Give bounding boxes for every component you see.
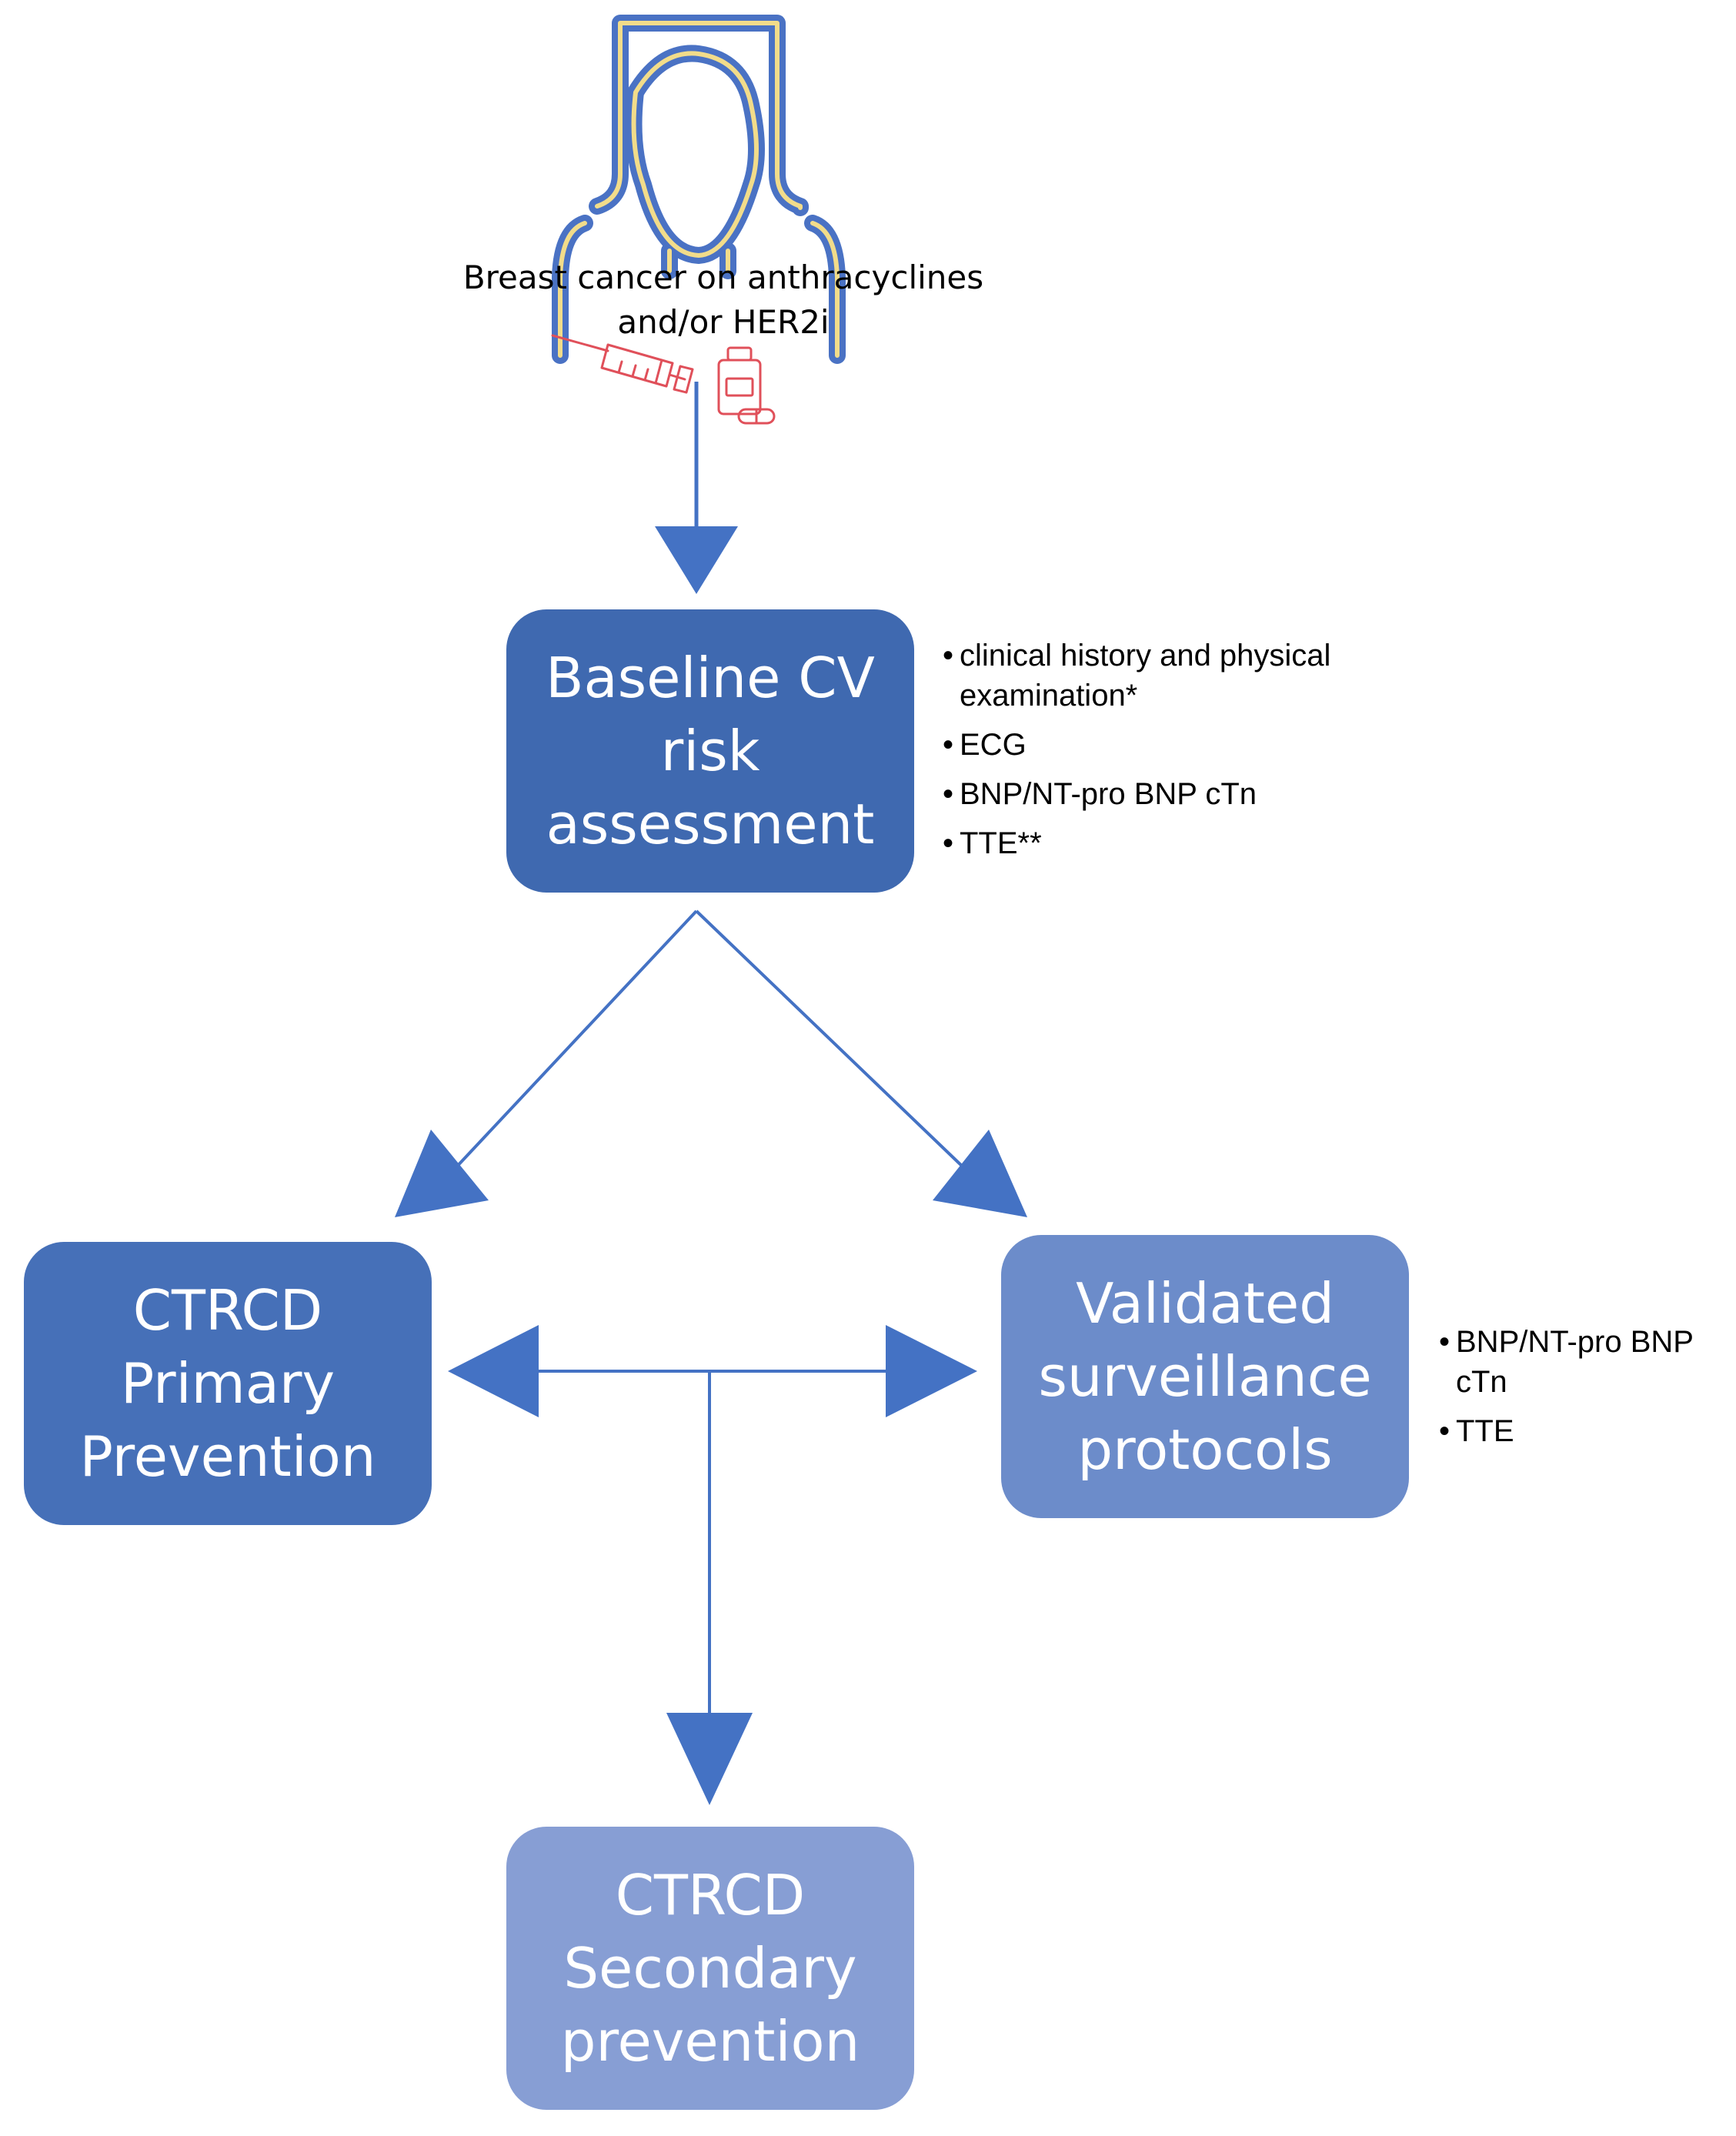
surveillance-item: TTE — [1439, 1411, 1731, 1451]
connector-arrows — [395, 382, 1027, 1805]
baseline-item: ECG — [943, 725, 1404, 765]
pill-bottle-icon — [717, 346, 776, 425]
surveillance-items-list: BNP/NT-pro BNP cTn TTE — [1439, 1322, 1731, 1460]
baseline-cv-risk-box: Baseline CV risk assessment — [506, 609, 914, 893]
caption-line-1: Breast cancer on anthracyclines — [462, 259, 984, 296]
ctrcd-secondary-prevention-box: CTRCD Secondary prevention — [506, 1827, 914, 2110]
caption-line-2: and/or HER2i — [617, 303, 830, 341]
woman-patient-icon — [552, 15, 846, 364]
surveillance-protocols-box: Validated surveillance protocols — [1001, 1235, 1409, 1518]
baseline-item: clinical history and physical examinatio… — [943, 636, 1404, 716]
ctrcd-primary-prevention-box: CTRCD Primary Prevention — [24, 1242, 432, 1525]
baseline-item: TTE** — [943, 823, 1404, 863]
baseline-item: BNP/NT-pro BNP cTn — [943, 774, 1404, 814]
surveillance-item: BNP/NT-pro BNP cTn — [1439, 1322, 1731, 1402]
baseline-items-list: clinical history and physical examinatio… — [943, 636, 1404, 873]
syringe-icon — [551, 334, 694, 394]
patient-caption: Breast cancer on anthracyclines and/or H… — [431, 255, 1016, 345]
